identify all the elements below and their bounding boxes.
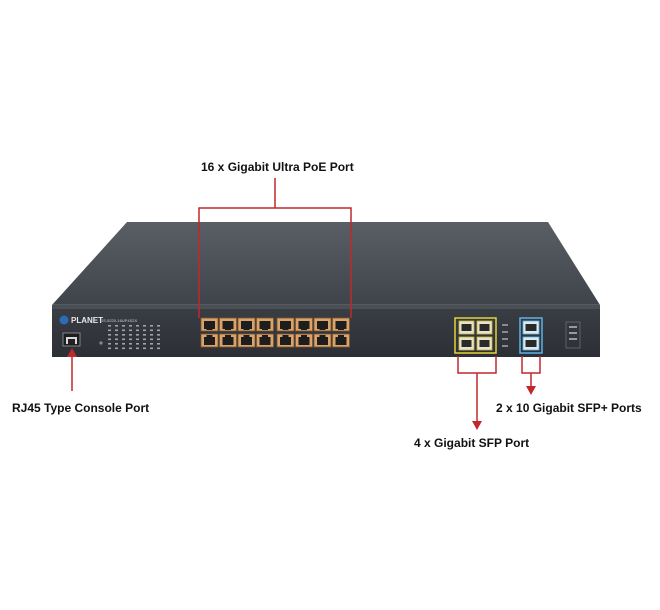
led [143,334,146,336]
console-port [62,332,81,347]
led [122,343,125,345]
led [129,338,132,341]
led [143,329,146,332]
led [143,325,146,327]
sfp-port [476,336,493,351]
led [150,338,153,341]
poe-port [332,333,350,348]
led [108,347,111,350]
poe-port [295,333,313,348]
led [115,338,118,341]
led [150,347,153,350]
sfp-plus-callout-arrow [526,386,536,395]
sfp-port-frame [454,317,497,354]
sfp-port [458,320,475,335]
poe-port [256,333,274,348]
sfp-plus-port-label: 2 x 10 Gigabit SFP+ Ports [496,401,642,415]
poe-port [313,333,332,348]
led [122,338,125,341]
led-indicator-panel [108,325,160,350]
sfp-callout [457,356,497,426]
brand-logo: PLANET [59,315,103,325]
led [150,343,153,345]
model-name: GS-5220-16UP4S2X [100,318,137,323]
poe-port [276,333,295,348]
poe-port [200,317,219,332]
sfp-port [458,336,475,351]
led [115,334,118,336]
sfp-callout-arrow [472,421,482,430]
poe-port [200,333,219,348]
led [122,334,125,336]
led [157,343,160,345]
led [122,347,125,350]
led [136,347,139,350]
poe-port [237,333,256,348]
led [136,329,139,332]
poe-port [219,333,237,348]
system-indicator-panel [565,321,581,349]
led [157,329,160,332]
sfp-port-group [458,320,493,351]
poe-port [295,317,313,332]
led [150,334,153,336]
poe-port [313,317,332,332]
sfp-port [476,320,493,335]
led [150,325,153,327]
sfp-plus-port [522,320,540,335]
led [108,334,111,336]
brand-logo-text: PLANET [71,316,103,325]
poe-port [276,317,295,332]
poe-callout [198,178,352,318]
led [129,329,132,332]
poe-port [237,317,256,332]
led [136,338,139,341]
led [108,329,111,332]
led [143,347,146,350]
poe-port [332,317,350,332]
led [143,343,146,345]
console-port-label: RJ45 Type Console Port [12,401,150,415]
reset-button [99,341,103,345]
led [115,329,118,332]
led [115,343,118,345]
sfp-plus-callout [521,356,541,391]
led [136,334,139,336]
sfp-plus-port-frame [519,317,543,354]
led [122,325,125,327]
led [157,325,160,327]
led [108,325,111,327]
led [115,347,118,350]
poe-port [219,317,237,332]
chassis-top [52,222,600,305]
poe-port [256,317,274,332]
poe-port-label: 16 x Gigabit Ultra PoE Port [201,160,354,174]
led [157,347,160,350]
led [129,347,132,350]
led [108,343,111,345]
led [136,325,139,327]
poe-port-group [200,317,350,348]
sfp-port-label: 4 x Gigabit SFP Port [414,436,530,450]
sfp-plus-port-group [522,320,540,351]
led [129,334,132,336]
led [157,334,160,336]
sfp-plus-port [522,336,540,351]
sfp-status-leds [502,324,508,347]
led [143,338,146,341]
led [129,325,132,327]
console-callout [67,348,77,391]
led [129,343,132,345]
led [122,329,125,332]
led [108,338,111,341]
led [115,325,118,327]
led [136,343,139,345]
led [150,329,153,332]
led [157,338,160,341]
